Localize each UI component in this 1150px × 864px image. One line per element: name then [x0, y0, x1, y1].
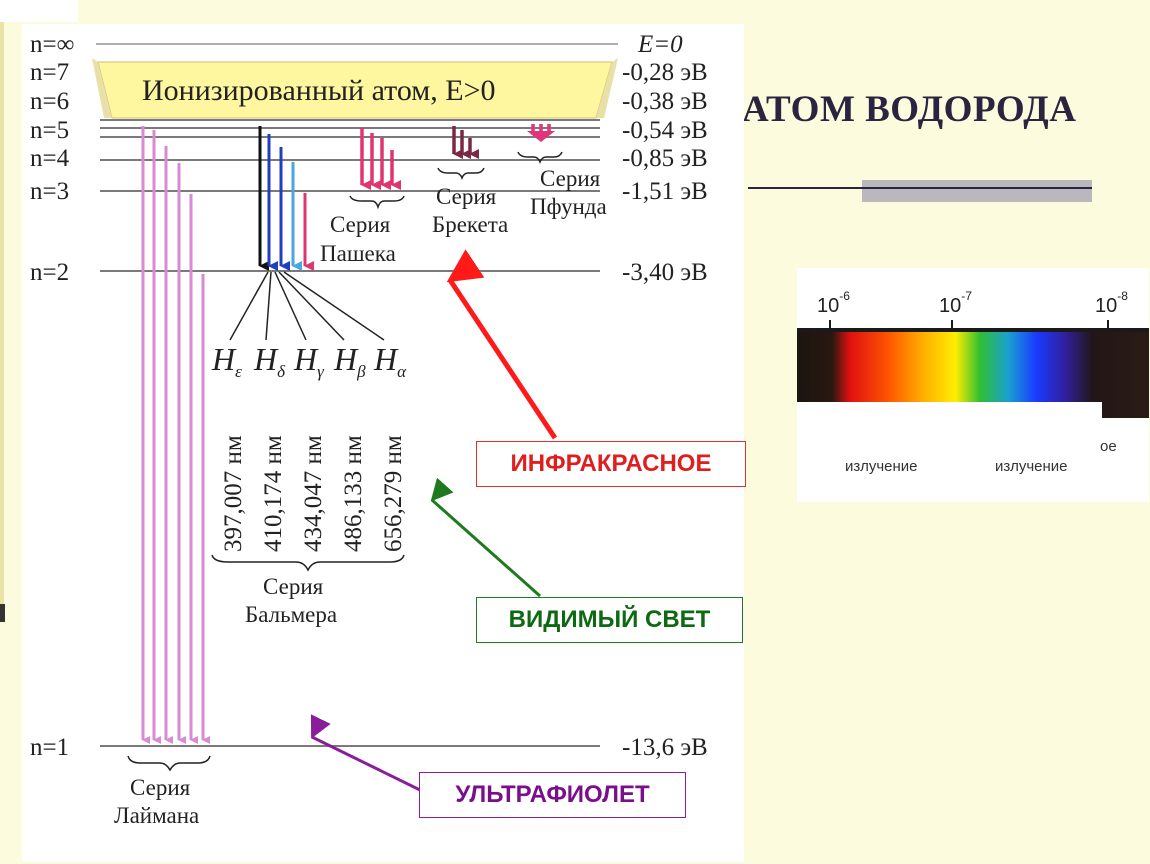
ultraviolet-pointer-arrow [310, 714, 421, 792]
left-accent-bar [0, 22, 4, 612]
level-lines [96, 43, 618, 747]
lyman-series-label-2: Лаймана [114, 803, 199, 828]
balmer-line-name: Hδ [253, 341, 286, 381]
balmer-line-name: Hγ [293, 341, 325, 381]
level-n-7: n=7 [30, 59, 69, 86]
brackett-arrows [452, 126, 479, 159]
spectrum-tick: 10-6 [817, 289, 850, 317]
infrared-pointer-arrow [446, 249, 558, 440]
spectrum-panel: 10-6 10-7 10-8 излучение излучение ое [797, 268, 1149, 502]
visible-pointer-arrow [430, 477, 541, 598]
spectrum-tick: 10-7 [939, 289, 972, 317]
level-energy-3: -1,51 эВ [622, 178, 708, 205]
level-energy-7: -0,28 эВ [622, 59, 708, 86]
ionized-label: Ионизированный атом, E>0 [142, 74, 496, 107]
infrared-label: ИНФРАКРАСНОЕ [476, 441, 746, 487]
balmer-wavelength: 656,279 нм [380, 435, 407, 552]
balmer-wavelength: 486,133 нм [340, 435, 367, 552]
corner-tab [0, 0, 78, 22]
balmer-line-name: Hα [373, 341, 407, 381]
lyman-arrows [141, 126, 210, 744]
level-n-6: n=6 [30, 88, 69, 115]
balmer-arrows [258, 126, 314, 271]
paschen-brace [349, 195, 405, 210]
ultraviolet-label: УЛЬТРАФИОЛЕТ [419, 772, 686, 818]
brackett-series-label-2: Брекета [432, 212, 508, 237]
balmer-wavelength: 397,007 нм [220, 435, 247, 552]
pfund-series-label-1: Серия [540, 166, 601, 191]
visible-light-label: ВИДИМЫЙ СВЕТ [476, 597, 743, 643]
paschen-series-label-2: Пашека [320, 241, 396, 266]
balmer-series-label-1: Серия [263, 574, 324, 599]
level-n-2: n=2 [30, 259, 69, 286]
level-energy-inf: E=0 [637, 31, 683, 58]
balmer-wavelength: 434,047 нм [300, 435, 327, 552]
spectrum-caption: излучение [995, 458, 1068, 475]
balmer-line-name: Hε [211, 341, 242, 381]
pfund-arrows [527, 124, 555, 142]
lyman-brace [127, 755, 211, 772]
balmer-fan [229, 271, 385, 341]
pfund-brace [517, 151, 563, 165]
lyman-series-label-1: Серия [130, 775, 191, 800]
level-n-4: n=4 [30, 145, 70, 172]
energy-level-diagram: n=∞ n=7 n=6 n=5 n=4 n=3 n=2 n=1 E=0 -0,2… [22, 24, 744, 862]
paschen-series-label-1: Серия [330, 212, 391, 237]
page-title: АТОМ ВОДОРОДА [742, 89, 1077, 130]
level-n-inf: n=∞ [30, 31, 74, 58]
left-accent-tick [0, 604, 5, 622]
level-energy-5: -0,54 эВ [622, 117, 708, 144]
spectrum-caption: излучение [845, 458, 918, 475]
level-energy-2: -3,40 эВ [622, 259, 708, 286]
level-n-1: n=1 [30, 734, 69, 761]
title-accent-bar [862, 180, 1092, 202]
level-n-5: n=5 [30, 117, 69, 144]
pfund-series-label-2: Пфунда [530, 194, 607, 219]
paschen-arrows [360, 128, 401, 190]
brackett-series-label-1: Серия [436, 184, 497, 209]
level-energy-1: -13,6 эВ [622, 734, 708, 761]
spectrum-tick: 10-8 [1095, 289, 1128, 317]
level-energy-6: -0,38 эВ [622, 88, 708, 115]
balmer-wavelength: 410,174 нм [260, 435, 287, 552]
spectrum-caption: ое [1100, 438, 1117, 455]
brackett-brace [437, 167, 485, 181]
level-energy-4: -0,85 эВ [622, 145, 708, 172]
balmer-brace [211, 554, 405, 572]
balmer-series-label-2: Бальмера [245, 602, 337, 627]
spectrum-graphic: 10-6 10-7 10-8 [797, 268, 1149, 458]
balmer-line-name: Hβ [333, 341, 366, 381]
level-n-3: n=3 [30, 178, 69, 205]
title-underline-top [862, 187, 1092, 189]
